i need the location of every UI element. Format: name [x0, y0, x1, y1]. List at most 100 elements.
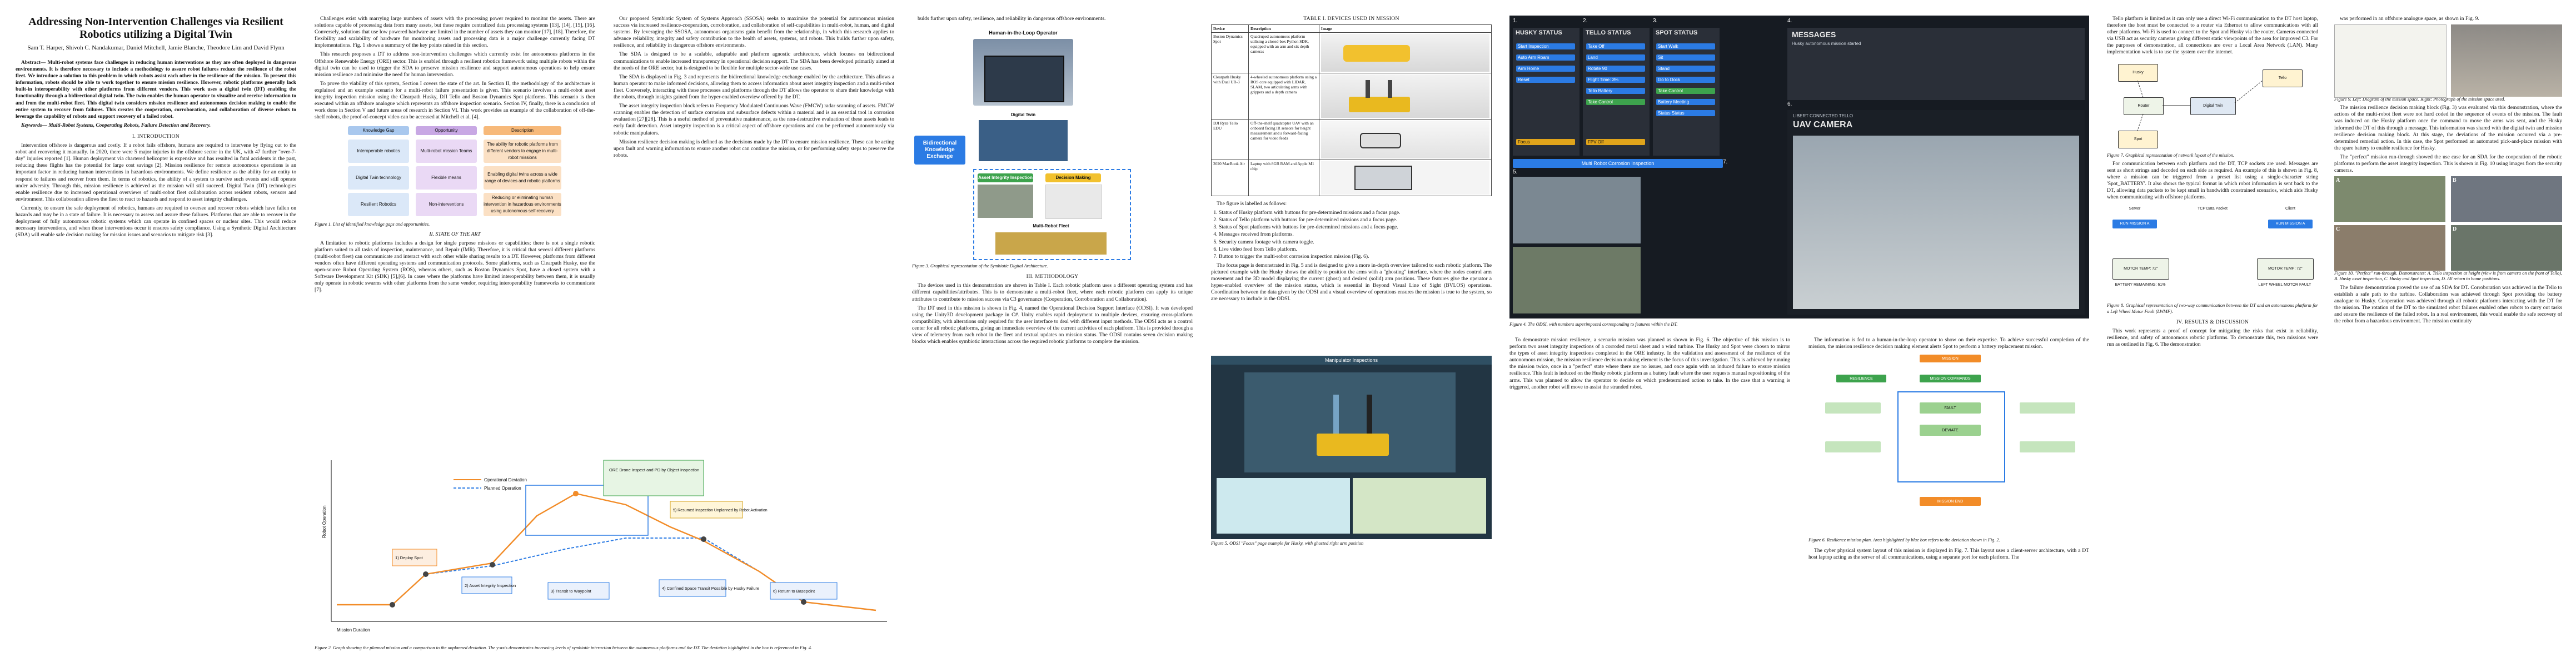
- fig2-step: 5) Resumed Inspection Unplanned by Robot…: [673, 509, 768, 512]
- paragraph: The SDA is displayed in Fig. 3 and repre…: [614, 73, 894, 101]
- paragraph: Our proposed Symbiotic System of Systems…: [614, 16, 894, 49]
- paragraph: The asset integrity inspection block ref…: [614, 103, 894, 136]
- paragraph: To demonstrate mission resilience, a sce…: [1509, 337, 1790, 390]
- fig3-aii: Asset Integrity Inspection: [978, 173, 1033, 183]
- number-2: 2.: [1583, 18, 1588, 24]
- paragraph: The information is fed to a human-in-the…: [1808, 337, 2089, 350]
- paragraph: A limitation to robotic platforms includ…: [315, 240, 595, 293]
- list-item: Live video feed from Tello platform.: [1219, 246, 1492, 253]
- fig1-cell: Digital Twin technology: [348, 166, 409, 190]
- deviation-highlight-box: [1897, 391, 2005, 483]
- tello-readout: Flight Time: 3%: [1586, 77, 1645, 83]
- figure-6-caption: Figure 6. Resilience mission plan. Area …: [1808, 537, 2000, 543]
- fig8-msg: RUN MISSION A: [2268, 220, 2313, 229]
- flow-node: MISSION END: [1920, 497, 1981, 506]
- tello-button[interactable]: Rotate 90: [1586, 66, 1645, 72]
- husky-focus-button[interactable]: Focus: [1516, 139, 1575, 145]
- table-row: Boston Dynamics Spot Quadruped autonomou…: [1211, 32, 1492, 74]
- laptop-node: Digital Twin: [2190, 97, 2236, 115]
- fig3-mrf: Multi-Robot Fleet: [1033, 223, 1069, 229]
- tello-status-title: TELLO STATUS: [1586, 29, 1631, 36]
- paragraph: bulds further upon safety, resilience, a…: [918, 16, 1106, 22]
- tello-node: Tello: [2263, 69, 2303, 87]
- number-4: 4.: [1787, 18, 1792, 24]
- paragraph: Intervention offshore is dangerous and c…: [16, 142, 296, 202]
- multi-robot-inspection-button[interactable]: Multi Robot Corrosion Inspection: [1513, 159, 1723, 168]
- fig1-cell: Resilient Robotics: [348, 193, 409, 217]
- spot-button[interactable]: Start Walk: [1656, 43, 1715, 49]
- spot-readout: Battery Meeting: [1656, 99, 1715, 105]
- table-row: Clearpath Husky with Dual UR-3 4-wheeled…: [1211, 73, 1492, 120]
- spot-button[interactable]: Stand: [1656, 66, 1715, 72]
- flow-node-blank: [1825, 441, 1881, 453]
- figure-6: The information is fed to a human-in-the…: [1808, 337, 2089, 561]
- flow-node: RESILIENCE: [1836, 375, 1886, 383]
- fig8-msg: LEFT WHEEL MOTOR FAULT: [2258, 283, 2311, 287]
- flow-node-blank: [2020, 441, 2075, 453]
- tello-button[interactable]: Take Off: [1586, 43, 1645, 49]
- figure-3-caption: Figure 3. Graphical representation of th…: [912, 263, 1048, 269]
- spot-status-panel: SPOT STATUS Start Walk Sit Stand Go to D…: [1653, 28, 1720, 156]
- fig2-ylabel: Robot Operation: [322, 505, 327, 538]
- feature-list: Status of Husky platform with buttons fo…: [1219, 210, 1492, 260]
- inspection-photo: [978, 185, 1033, 218]
- paper-authors: Sam T. Harper, Shivoh C. Nandakumar, Dan…: [27, 44, 285, 51]
- fig1-header-opp: Opportunity: [416, 126, 477, 136]
- keywords: Keywords— Multi-Robot Systems, Cooperati…: [21, 122, 211, 128]
- flow-node: FAULT: [1920, 402, 1981, 414]
- husky-button[interactable]: Auto Arm Roam: [1516, 54, 1575, 61]
- paper-title: Addressing Non-Intervention Challenges v…: [28, 16, 283, 41]
- fig8-client: Client: [2285, 207, 2295, 211]
- message-line: Husky autonomous mission started: [1792, 41, 1861, 46]
- paragraph: This work represents a proof of concept …: [2107, 327, 2318, 348]
- fig3-bke: Bidirectional Knowledge Exchange: [914, 136, 965, 165]
- mission-deviation-graph: Operational Deviation Planned Operation …: [315, 455, 894, 641]
- husky-button[interactable]: Start Inspection: [1516, 43, 1575, 49]
- fig1-header-desc: Description: [484, 126, 561, 136]
- paragraph: The failure demonstration proved the use…: [2334, 284, 2562, 325]
- list-item: Status of Husky platform with buttons fo…: [1219, 210, 1492, 216]
- table-header: Image: [1319, 24, 1492, 33]
- figure-10-caption: Figure 10. "Perfect" run-through. Demons…: [2334, 271, 2562, 282]
- fig1-cell: Interoperable robotics: [348, 140, 409, 163]
- flow-node: MISSION COMMANDS: [1920, 375, 1981, 383]
- security-camera-2: [1513, 247, 1641, 313]
- uav-video-feed: [1793, 136, 2079, 309]
- photo-c: C: [2334, 225, 2445, 271]
- spot-button[interactable]: Go to Dock: [1656, 77, 1715, 83]
- column-1: Addressing Non-Intervention Challenges v…: [16, 16, 296, 241]
- paragraph: The mission resilience decision making b…: [2334, 104, 2562, 151]
- figure-4-caption: Figure 4. The ODSI, with numbers superim…: [1509, 322, 1678, 327]
- camera-feed-left: [1217, 478, 1350, 534]
- tello-fpv-button[interactable]: FPV Off: [1586, 139, 1645, 145]
- spot-take-control-button[interactable]: Take Control: [1656, 88, 1715, 94]
- spot-node: Spot: [2118, 130, 2158, 148]
- spot-button[interactable]: Sit: [1656, 54, 1715, 61]
- figure-7-caption: Figure 7. Graphical representation of ne…: [2107, 152, 2235, 158]
- photo-label: A: [2336, 177, 2340, 184]
- tello-take-control-button[interactable]: Take Control: [1586, 99, 1645, 105]
- fig2-step: 3) Transit to Waypoint: [551, 589, 592, 594]
- paragraph: This research proposes a DT to address n…: [315, 51, 595, 78]
- table-1-caption: TABLE I. DEVICES USED IN MISSION: [1303, 16, 1399, 22]
- column-5: TABLE I. DEVICES USED IN MISSION Device …: [1211, 16, 1492, 305]
- husky-button[interactable]: Reset: [1516, 77, 1575, 83]
- photo-d: D: [2451, 225, 2562, 271]
- husky-button[interactable]: Arm Home: [1516, 66, 1575, 72]
- robots-photo: [995, 232, 1107, 255]
- fig1-header-gap: Knowledge Gap: [348, 126, 409, 136]
- fig8-msg: MOTOR TEMP: 72°: [2112, 258, 2169, 280]
- paragraph: Challenges exist with marrying large num…: [315, 16, 595, 49]
- column-4: bulds further upon safety, resilience, a…: [912, 16, 1193, 347]
- mission-space-diagram: [2334, 24, 2447, 98]
- figure-2: Operational Deviation Planned Operation …: [315, 455, 894, 650]
- husky-3d-view: [1244, 372, 1456, 472]
- section-heading-results: IV. RESULTS & DISCUSSION: [2176, 318, 2249, 325]
- section-heading-sota: II. STATE OF THE ART: [429, 231, 481, 237]
- figure-5: Manipulator Inspections Figure 5. ODSI "…: [1211, 356, 1492, 551]
- laptop-image: [1321, 161, 1489, 195]
- column-2: Challenges exist with marrying large num…: [315, 16, 595, 296]
- tello-button[interactable]: Land: [1586, 54, 1645, 61]
- number-7: 7.: [1723, 159, 1728, 165]
- list-item: Messages received from platforms.: [1219, 231, 1492, 238]
